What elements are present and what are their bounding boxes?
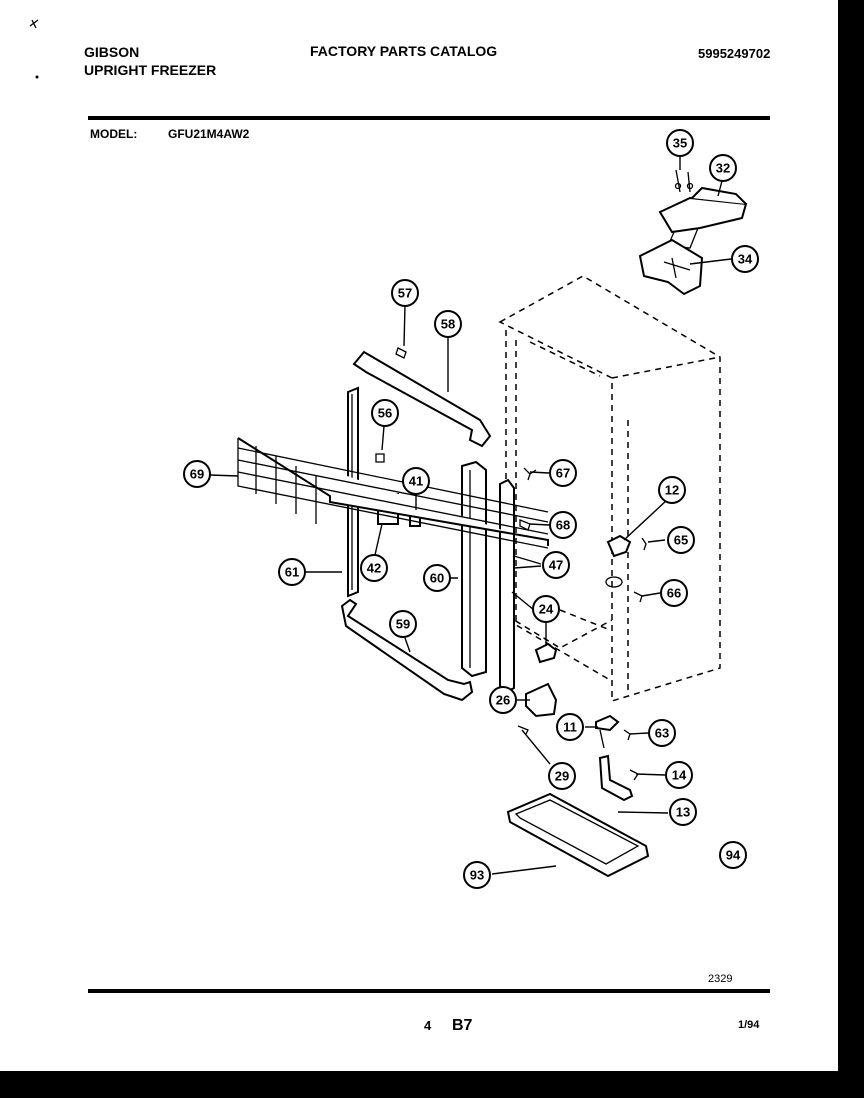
svg-text:93: 93 [470,868,484,883]
figure-number: 2329 [708,973,733,985]
svg-text:35: 35 [673,136,687,151]
product-type: UPRIGHT FREEZER [84,62,217,78]
svg-text:14: 14 [672,768,687,783]
callout-61: 61 [278,558,306,586]
upper-hinge [638,169,748,296]
model-number: GFU21M4AW2 [168,127,250,141]
shelf-grille [237,437,549,549]
drain-tube-13 [598,754,634,802]
breaker-strip [499,478,515,694]
callout-24: 24 [532,595,560,623]
door-gasket-bottom [340,598,474,702]
callout-93: 93 [463,861,491,889]
callout-42: 42 [360,554,388,582]
model-label: MODEL: [90,127,138,141]
svg-text:47: 47 [549,558,563,573]
callout-26: 26 [489,686,517,714]
svg-text:60: 60 [430,571,444,586]
callout-41: 41 [402,467,430,495]
scan-mark [29,19,39,29]
callout-56: 56 [371,399,399,427]
scan-dot [35,75,39,79]
callout-66: 66 [660,579,688,607]
thermostat-knob-12 [606,534,632,558]
drain-pan [506,792,650,878]
svg-text:24: 24 [539,602,554,617]
svg-text:32: 32 [716,161,730,176]
svg-text:63: 63 [655,726,669,741]
page-number: 4 [424,1018,432,1033]
callout-11: 11 [556,713,584,741]
document-number: 5995249702 [698,46,771,61]
svg-text:12: 12 [665,483,679,498]
svg-text:94: 94 [726,848,741,863]
part-68 [519,519,531,531]
part-67 [523,467,537,481]
svg-text:57: 57 [398,286,412,301]
part-14 [629,769,639,781]
svg-text:11: 11 [563,720,577,735]
callout-47: 47 [542,551,570,579]
part-66 [633,591,643,603]
callout-60: 60 [423,564,451,592]
clip-56 [375,453,385,463]
door-liner-strip-center [461,460,487,678]
svg-text:34: 34 [738,252,753,267]
leader-lines [209,155,732,875]
revision-date: 1/94 [738,1019,760,1031]
callout-13: 13 [669,798,697,826]
part-29 [517,725,529,735]
svg-text:61: 61 [285,565,299,580]
callout-35: 35 [666,129,694,157]
cabinet-outline [498,275,721,703]
footer-rule [88,989,770,993]
part-66-mount [605,576,623,588]
callout-68: 68 [549,511,577,539]
part-11 [595,714,620,732]
callout-12: 12 [658,476,686,504]
svg-text:66: 66 [667,586,681,601]
catalog-title: FACTORY PARTS CATALOG [310,43,498,59]
callout-14: 14 [665,761,693,789]
part-24 [534,642,558,664]
callout-65: 65 [667,526,695,554]
svg-text:67: 67 [556,466,570,481]
svg-text:41: 41 [409,474,423,489]
callout-34: 34 [731,245,759,273]
svg-text:69: 69 [190,467,204,482]
part-65 [641,537,647,551]
svg-text:26: 26 [496,693,510,708]
callout-32: 32 [709,154,737,182]
svg-text:56: 56 [378,406,392,421]
svg-text:65: 65 [674,533,688,548]
part-11-stem [599,729,605,749]
svg-text:59: 59 [396,617,410,632]
callout-59: 59 [389,610,417,638]
brand-name: GIBSON [84,44,140,60]
svg-text:13: 13 [676,805,690,820]
callout-67: 67 [549,459,577,487]
callout-29: 29 [548,762,576,790]
callout-63: 63 [648,719,676,747]
callout-69: 69 [183,460,211,488]
screw-57 [395,347,407,359]
lower-hinge-26 [525,682,558,718]
exploded-parts-diagram: 35 32 34 57 58 56 41 69 42 61 67 68 12 6… [29,19,770,993]
svg-text:68: 68 [556,518,570,533]
svg-text:42: 42 [367,561,381,576]
screw-63 [623,729,631,741]
callout-57: 57 [391,279,419,307]
svg-text:29: 29 [555,769,569,784]
callout-58: 58 [434,310,462,338]
svg-text:58: 58 [441,317,455,332]
header-rule [88,116,770,120]
section-code: B7 [452,1017,473,1034]
door-gasket-top [352,350,492,448]
callout-94: 94 [719,841,747,869]
catalog-page: GIBSON UPRIGHT FREEZER FACTORY PARTS CAT… [0,0,838,1071]
